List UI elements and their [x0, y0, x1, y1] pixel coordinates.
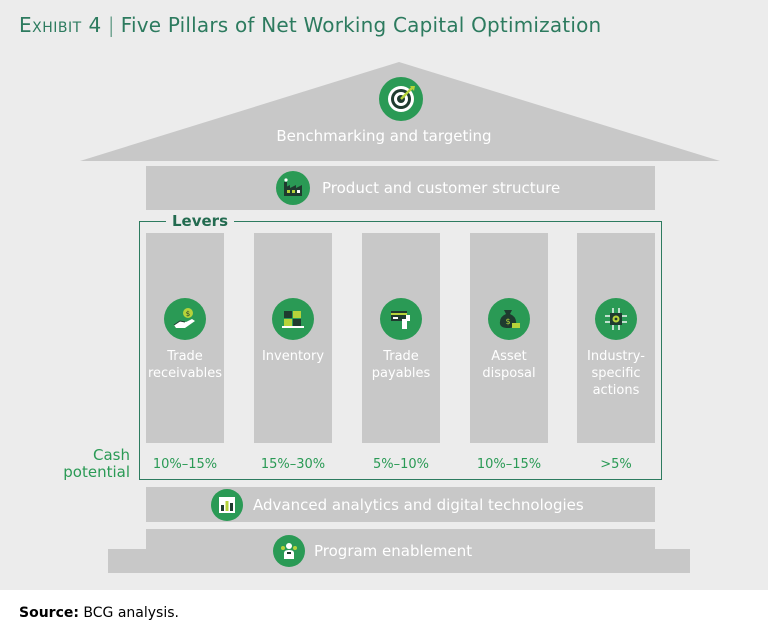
- svg-text:$: $: [505, 317, 510, 326]
- roof-label: Benchmarking and targeting: [276, 127, 492, 145]
- source-prefix: Source:: [19, 605, 79, 621]
- levers-frame: [139, 221, 662, 480]
- lever-label-industry-specific: Industry- specific actions: [587, 349, 645, 398]
- source-note: Source: BCG analysis.: [19, 605, 179, 621]
- source-text: BCG analysis.: [83, 605, 179, 621]
- gear-chip-icon: [595, 298, 637, 340]
- cash-potential-label: Cash potential: [63, 446, 130, 481]
- card-hand-icon: [380, 298, 422, 340]
- levers-label: Levers: [166, 212, 235, 230]
- factory-icon: [276, 171, 310, 205]
- lever-label-trade-payables: Trade payables: [371, 349, 431, 381]
- product-customer-bar: [146, 166, 655, 210]
- svg-text:$: $: [186, 310, 190, 318]
- cash-industry-specific: >5%: [600, 457, 632, 472]
- people-icon: [273, 535, 305, 567]
- target-icon: [379, 77, 423, 121]
- lever-label-trade-receivables: Trade receivables: [147, 349, 223, 381]
- money-bag-icon: $: [488, 298, 530, 340]
- cash-trade-receivables: 10%–15%: [152, 457, 218, 472]
- cash-inventory: 15%–30%: [260, 457, 326, 472]
- analytics-label: Advanced analytics and digital technolog…: [253, 496, 584, 514]
- cash-asset-disposal: 10%–15%: [476, 457, 542, 472]
- program-enablement-label: Program enablement: [314, 542, 473, 560]
- boxes-icon: [272, 298, 314, 340]
- lever-label-inventory: Inventory: [261, 349, 325, 364]
- exhibit-title: Exhibit 4|Five Pillars of Net Working Ca…: [19, 13, 601, 37]
- exhibit-number: Exhibit 4: [19, 13, 102, 37]
- hand-coin-icon: $: [164, 298, 206, 340]
- product-customer-label: Product and customer structure: [322, 179, 561, 197]
- cash-trade-payables: 5%–10%: [372, 457, 430, 472]
- exhibit-title-text: Five Pillars of Net Working Capital Opti…: [120, 13, 602, 37]
- title-separator: |: [107, 13, 115, 37]
- lever-label-asset-disposal: Asset disposal: [482, 349, 536, 381]
- base-lower-step: [108, 549, 690, 573]
- bar-chart-icon: [211, 489, 243, 521]
